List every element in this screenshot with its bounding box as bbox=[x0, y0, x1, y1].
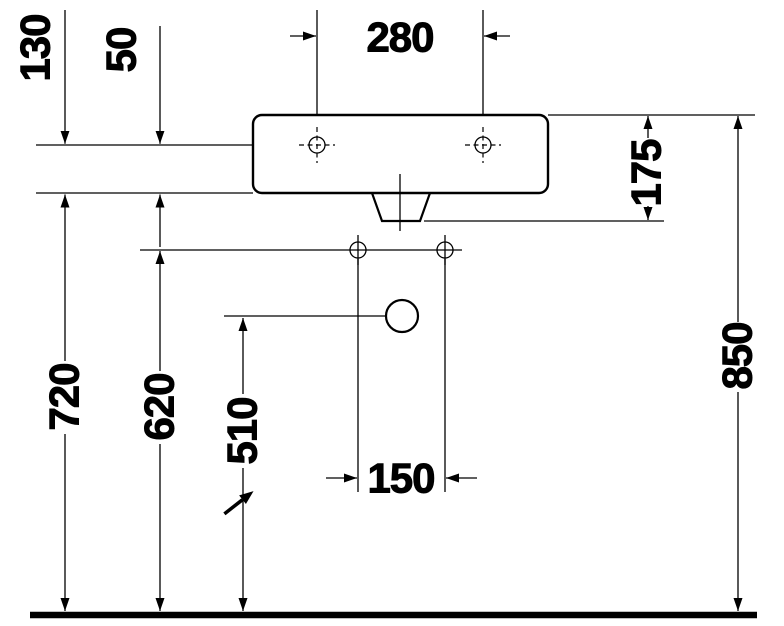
washbasin bbox=[251, 113, 550, 231]
dim-150: 150 bbox=[326, 454, 477, 502]
connection-direction-arrow-head bbox=[239, 491, 254, 505]
connection-direction-arrow-shaft bbox=[223, 498, 244, 516]
dim-175: 175 bbox=[622, 116, 670, 220]
dim-620-label: 620 bbox=[136, 373, 183, 440]
dim-175-label: 175 bbox=[623, 139, 670, 207]
fixing-holes bbox=[140, 235, 462, 265]
waste-outlet-circle bbox=[384, 298, 420, 334]
dim-280: 280 bbox=[290, 13, 510, 61]
dim-130: 130 bbox=[11, 10, 70, 144]
dim-850: 850 bbox=[713, 116, 761, 611]
dim-850-label: 850 bbox=[714, 322, 761, 389]
dim-50-label: 50 bbox=[98, 28, 145, 73]
connection-direction-arrow bbox=[223, 491, 254, 516]
dim-130-label: 130 bbox=[12, 14, 59, 81]
dim-50: 50 bbox=[97, 26, 165, 247]
dim-720-label: 720 bbox=[41, 363, 88, 430]
extension-lines bbox=[36, 10, 755, 492]
tap-hole-left bbox=[299, 127, 335, 163]
dim-510: 510 bbox=[218, 318, 266, 611]
dim-620: 620 bbox=[135, 251, 183, 611]
dim-510-label: 510 bbox=[219, 397, 266, 464]
tap-hole-right bbox=[465, 127, 501, 163]
dim-150-label: 150 bbox=[367, 455, 434, 502]
dim-720: 720 bbox=[40, 194, 88, 611]
drain-outlet-trapezoid bbox=[370, 192, 432, 223]
dim-280-label: 280 bbox=[366, 14, 433, 61]
